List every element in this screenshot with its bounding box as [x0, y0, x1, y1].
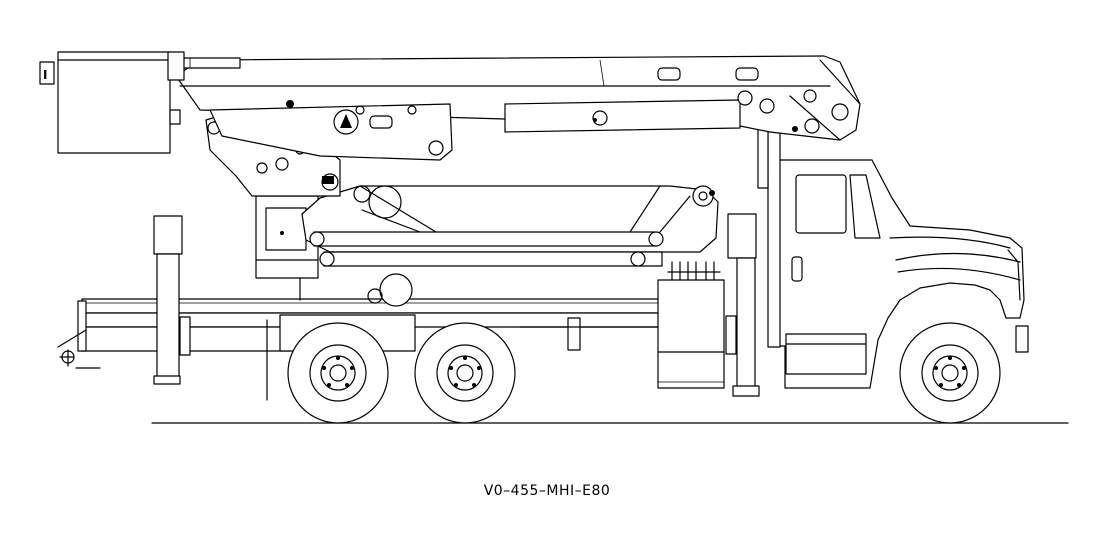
svg-text:I: I [43, 68, 47, 82]
rear-wheel-2 [415, 323, 515, 423]
work-bucket: I [40, 52, 184, 153]
rear-hitch [58, 301, 100, 368]
front-wheel [900, 323, 1000, 423]
upper-boom [176, 56, 860, 160]
rear-wheel-1 [288, 323, 388, 423]
hardware-details [280, 100, 798, 235]
lower-boom [302, 186, 718, 266]
exhaust-stack [758, 111, 780, 347]
truck-cab [778, 160, 1028, 388]
front-outrigger [726, 214, 759, 396]
center-compartment [658, 262, 724, 388]
drawing-caption: V0–455–MHI–E80 [483, 483, 611, 499]
rear-outrigger [154, 216, 190, 384]
